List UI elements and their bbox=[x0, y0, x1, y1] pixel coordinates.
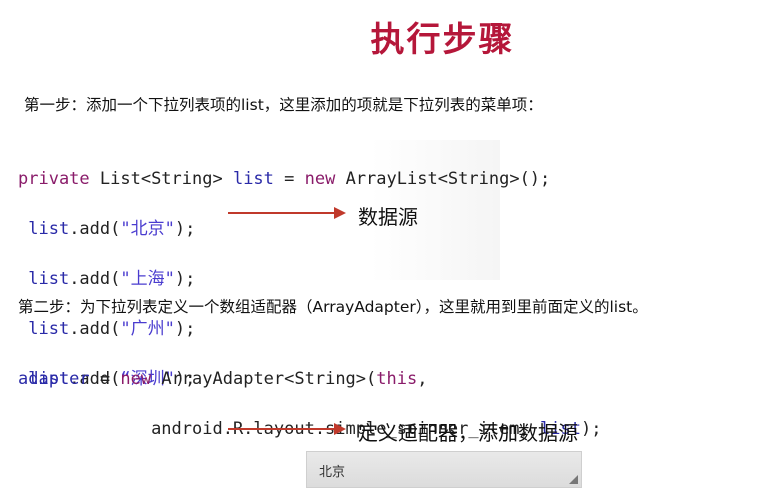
code-equals: = bbox=[89, 369, 121, 389]
variable-list: list bbox=[18, 369, 70, 389]
code-call: .add( bbox=[69, 269, 121, 289]
code-call: .add( bbox=[69, 219, 121, 239]
string-literal: "上海" bbox=[120, 269, 175, 289]
keyword-this: this bbox=[376, 369, 418, 389]
string-literal: "广州" bbox=[120, 319, 175, 339]
dropdown-triangle-icon bbox=[569, 475, 578, 484]
code-type: List<String> bbox=[89, 169, 233, 189]
right-arrow-icon bbox=[228, 207, 346, 219]
code-block-list: private List<String> list = new ArrayLis… bbox=[18, 142, 550, 417]
keyword-new: new bbox=[304, 169, 336, 189]
code-call: .add( bbox=[69, 369, 121, 389]
code-end: ); bbox=[580, 419, 602, 439]
code-line-add: list.add("北京"); bbox=[18, 217, 550, 242]
keyword-private: private bbox=[18, 169, 90, 189]
step-two-text: 第二步：为下拉列表定义一个数组适配器（ArrayAdapter），这里就用到里前… bbox=[18, 298, 648, 316]
code-constructor: ArrayList<String>(); bbox=[335, 169, 551, 189]
code-call: .add( bbox=[69, 319, 121, 339]
code-constructor: ArrayAdapter<String>( bbox=[151, 369, 377, 389]
code-line-add: list.add(“深圳"); bbox=[18, 367, 550, 392]
page-title: 执行步骤 bbox=[370, 20, 515, 60]
string-literal: "北京" bbox=[120, 219, 175, 239]
code-block-adapter: adapter = new ArrayAdapter<String>(this,… bbox=[18, 342, 601, 467]
code-end: ); bbox=[174, 319, 196, 339]
variable-list: list bbox=[232, 169, 274, 189]
code-indent bbox=[18, 419, 151, 439]
keyword-new: new bbox=[120, 369, 152, 389]
variable-list: list bbox=[540, 419, 581, 439]
spinner-selected-value: 北京 bbox=[319, 465, 346, 480]
background-shade bbox=[370, 140, 500, 280]
variable-adapter: adapter bbox=[18, 369, 90, 389]
variable-list: list bbox=[18, 219, 70, 239]
code-end: ); bbox=[174, 269, 196, 289]
right-arrow-icon bbox=[228, 423, 346, 435]
step-one-text: 第一步：添加一个下拉列表项的list，这里添加的项就是下拉列表的菜单项： bbox=[24, 96, 543, 114]
string-literal: “深圳" bbox=[120, 369, 175, 389]
spinner-dropdown[interactable]: 北京 bbox=[306, 451, 582, 488]
variable-list: list bbox=[18, 269, 70, 289]
code-end: ); bbox=[174, 219, 196, 239]
adapter-label: 定义适配器，添加数据源 bbox=[358, 421, 578, 445]
variable-list: list bbox=[18, 319, 70, 339]
code-line-adapter: adapter = new ArrayAdapter<String>(this, bbox=[18, 367, 601, 392]
code-comma: , bbox=[417, 369, 428, 389]
code-line-add: list.add("广州"); bbox=[18, 317, 550, 342]
datasource-label: 数据源 bbox=[358, 205, 418, 229]
code-equals: = bbox=[273, 169, 305, 189]
code-line-add: list.add("上海"); bbox=[18, 267, 550, 292]
code-end: ); bbox=[174, 369, 196, 389]
code-line-declaration: private List<String> list = new ArrayLis… bbox=[18, 167, 550, 192]
